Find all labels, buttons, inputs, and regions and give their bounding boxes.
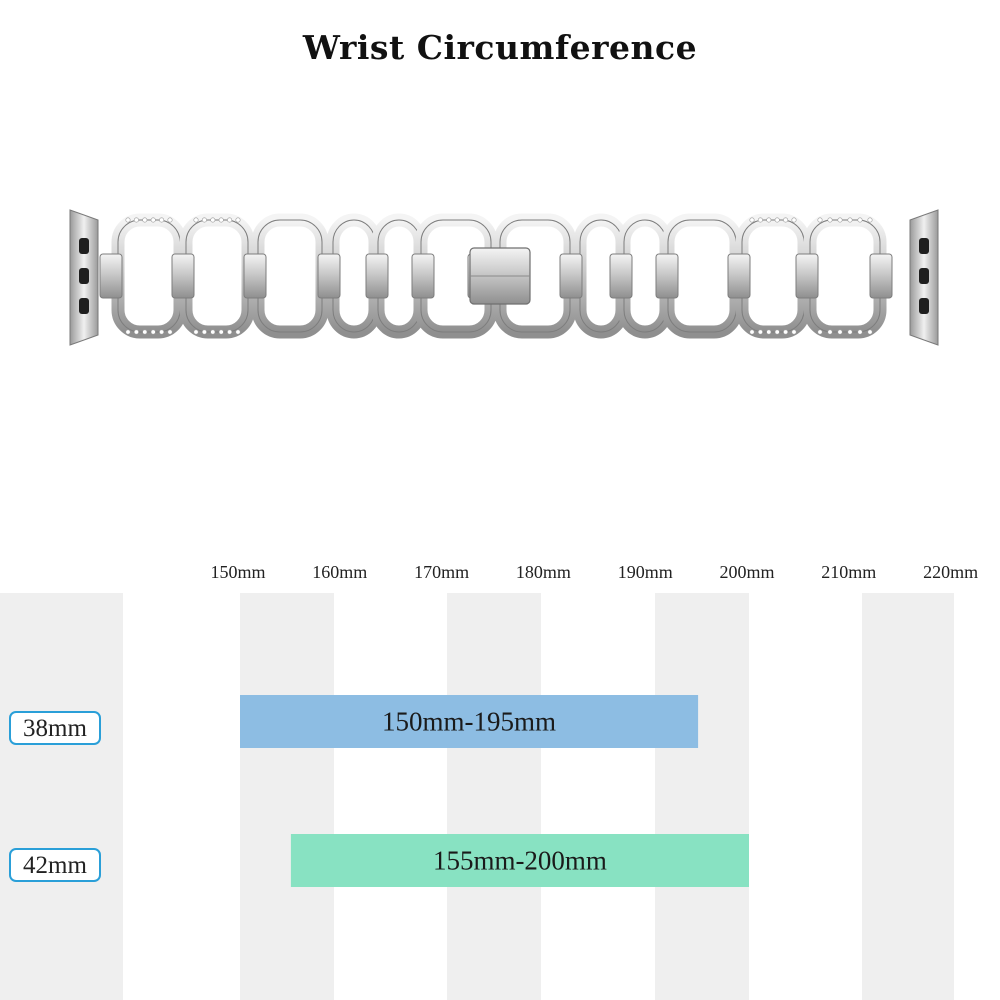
x-tick-label: 170mm xyxy=(414,562,469,582)
x-tick-label: 150mm xyxy=(210,562,265,582)
grid-stripe xyxy=(0,593,123,1000)
x-tick-label: 190mm xyxy=(618,562,673,582)
grid-stripe xyxy=(862,593,954,1000)
range-bar-label: 155mm-200mm xyxy=(433,846,607,876)
page-title: Wrist Circumference xyxy=(302,28,698,67)
range-bar-42mm xyxy=(290,834,749,887)
range-bar-label: 150mm-195mm xyxy=(382,707,556,737)
row-label-38mm: 38mm xyxy=(9,711,101,745)
grid-stripe xyxy=(447,593,541,1000)
watch-band-icon xyxy=(69,209,939,346)
x-tick-label: 210mm xyxy=(821,562,876,582)
grid-stripe xyxy=(655,593,749,1000)
grid-stripe xyxy=(240,593,334,1000)
x-tick-label: 200mm xyxy=(719,562,774,582)
x-tick-label: 220mm xyxy=(923,562,978,582)
row-label-42mm: 42mm xyxy=(9,848,101,882)
range-bar-38mm xyxy=(240,695,699,748)
x-tick-label: 180mm xyxy=(516,562,571,582)
x-tick-label: 160mm xyxy=(312,562,367,582)
